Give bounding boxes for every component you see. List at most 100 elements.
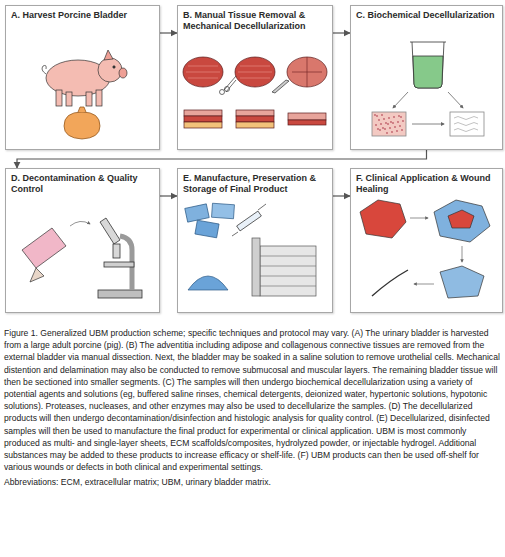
illustration-part: [56, 90, 62, 106]
panel-title: E. Manufacture, Preservation & Storage o…: [178, 169, 332, 195]
illustration-part: [448, 92, 463, 108]
process-panel: F. Clinical Application & Wound Healing: [350, 168, 503, 313]
flow-arrow: [333, 195, 350, 196]
flow-arrow: [333, 32, 350, 33]
illustration-part: [98, 58, 122, 82]
illustration-part: [462, 246, 463, 262]
scalpel-symbol: [272, 80, 289, 93]
illustration-part: [386, 132, 388, 134]
illustration-part: [86, 92, 92, 106]
panel-title: B. Manual Tissue Removal & Mechanical De…: [178, 6, 332, 32]
figure-caption: Figure 1. Generalized UBM production sch…: [4, 327, 501, 473]
illustration-part: [30, 268, 44, 282]
wound-healing-illustration: [360, 200, 490, 298]
process-panel: A. Harvest Porcine Bladder: [5, 5, 160, 150]
illustration-part: [389, 127, 391, 129]
illustration-part: [184, 110, 222, 116]
illustration-part: [372, 270, 408, 296]
tissue-dissection-illustration: [183, 57, 327, 128]
sheet-products-illustration: [185, 203, 235, 238]
illustration-part: [236, 116, 274, 122]
powder-illustration: [188, 276, 228, 290]
illustration-part: [113, 244, 120, 258]
illustration-part: [66, 92, 72, 106]
illustration-part: [260, 246, 316, 296]
illustration-part: [399, 125, 401, 127]
illustration-part: [440, 266, 484, 298]
illustration-part: [448, 210, 474, 228]
illustration-part: [212, 203, 235, 219]
illustration-part: [400, 116, 402, 118]
illustration-part: [410, 42, 446, 43]
illustration-part: [381, 114, 383, 116]
illustration-part: [64, 112, 100, 139]
flow-arrow: [160, 195, 177, 196]
illustration-part: [288, 120, 326, 125]
illustration-part: [398, 115, 400, 117]
illustration-part: [379, 129, 381, 131]
illustration-part: [396, 130, 398, 132]
beaker-illustration: [372, 42, 484, 136]
storage-boxes-illustration: [252, 238, 316, 296]
illustration-part: [378, 119, 380, 121]
illustration-part: [104, 50, 113, 60]
pig-illustration: [42, 50, 127, 106]
illustration-part: [195, 220, 219, 238]
illustration-part: [410, 218, 428, 219]
illustration-part: [375, 124, 377, 126]
illustration-part: [22, 228, 66, 268]
illustration-part: [220, 90, 225, 95]
illustration-part: [183, 57, 223, 87]
illustration-part: [237, 211, 262, 231]
illustration-part: [96, 90, 102, 106]
flow-arrow: [17, 150, 427, 168]
illustration-part: [412, 124, 444, 125]
illustration-part: [258, 204, 266, 210]
illustration-part: [78, 107, 86, 112]
illustration-part: [186, 66, 220, 78]
illustration-part: [414, 284, 434, 285]
bladder-illustration: [64, 107, 100, 139]
illustration-part: [388, 117, 390, 119]
illustration-part: [454, 117, 478, 132]
illustration-part: [384, 128, 386, 130]
illustration-part: [119, 68, 127, 78]
process-panel: D. Decontamination & Quality Control: [5, 168, 160, 313]
illustration-part: [377, 128, 379, 130]
illustration-part: [393, 92, 408, 108]
illustration-part: [42, 65, 46, 74]
illustration-part: [188, 276, 228, 290]
illustration-part: [70, 221, 90, 226]
scissors-symbol: [220, 76, 237, 95]
flow-arrow: [160, 32, 177, 33]
panel-title: F. Clinical Application & Wound Healing: [351, 169, 502, 195]
illustration-part: [287, 57, 327, 87]
tissue-speckle-texture: [374, 114, 404, 134]
illustration-part: [391, 131, 393, 133]
illustration-part: [238, 66, 272, 78]
illustration-part: [235, 57, 275, 87]
illustration-part: [252, 238, 260, 296]
process-panel: B. Manual Tissue Removal & Mechanical De…: [177, 5, 333, 150]
illustration-part: [450, 112, 484, 136]
illustration-part: [394, 126, 396, 128]
illustration-part: [372, 112, 406, 136]
illustration-part: [98, 290, 142, 298]
illustration-part: [392, 122, 394, 124]
illustration-part: [401, 129, 403, 131]
illustration-part: [288, 113, 326, 120]
sample-sheet-illustration: [22, 221, 90, 282]
illustration-part: [236, 122, 274, 128]
illustration-part: [376, 115, 378, 117]
illustration-part: [260, 256, 316, 286]
illustration-part: [224, 76, 236, 92]
microscope-illustration: [98, 218, 142, 298]
illustration-part: [185, 204, 209, 222]
illustration-part: [184, 122, 222, 128]
illustration-part: [412, 42, 444, 88]
process-panel: C. Biochemical Decellularization: [350, 5, 503, 150]
syringe-illustration: [232, 204, 266, 236]
illustration-part: [382, 127, 384, 129]
